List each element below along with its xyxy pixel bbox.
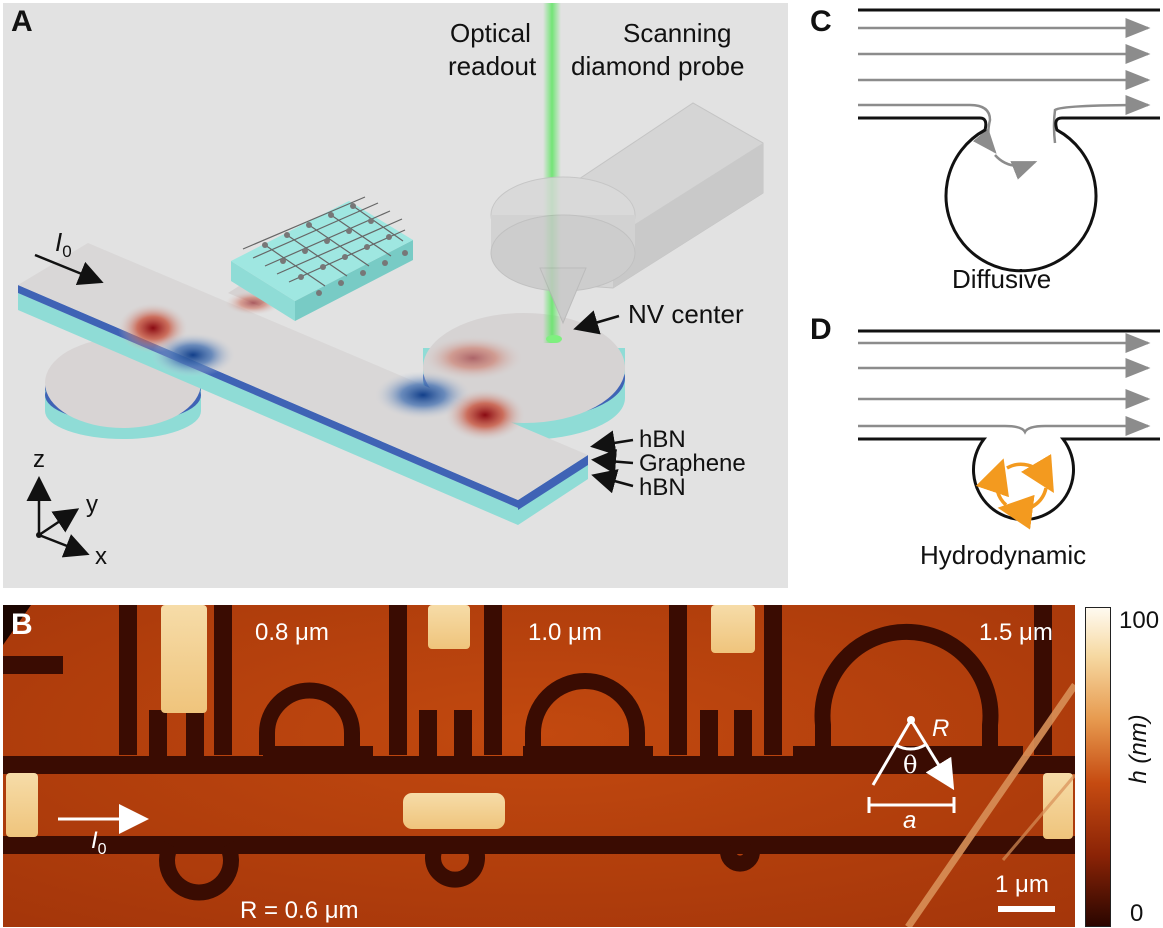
left-disk <box>45 338 201 439</box>
diffusive-caption: Diffusive <box>952 264 1052 294</box>
current-label-a: I0 <box>55 227 72 262</box>
panel-c: C Diffusive <box>800 0 1163 300</box>
contact-pad <box>161 605 207 713</box>
panel-b: 100 0 h (nm) B 0.8 μm 1.0 μm 1.5 μm R = … <box>3 605 1163 927</box>
panel-a: A Optical readout Scanning diamond probe… <box>3 3 788 588</box>
nv-pointer-arrow <box>573 310 620 335</box>
inset-theta-label: θ <box>903 751 918 779</box>
current-arrow-a <box>34 253 104 286</box>
panel-a-illustration <box>18 3 764 558</box>
axis-y-label: y <box>86 491 98 518</box>
size-label-1-0: 1.0 μm <box>528 619 602 646</box>
contact-pad <box>428 605 470 649</box>
colorbar-label: h (nm) <box>1125 714 1152 784</box>
scanning-probe <box>490 102 764 325</box>
panel-d-letter: D <box>810 313 832 346</box>
current-symbol-b: I <box>91 827 98 854</box>
afm-image <box>3 605 1075 927</box>
colorbar-min: 0 <box>1130 900 1144 927</box>
graphene-label: Graphene <box>639 450 746 477</box>
contact-pad <box>711 605 755 653</box>
current-subscript-b: 0 <box>97 840 107 858</box>
hbn-top-arrow <box>590 430 634 456</box>
axes-triad <box>26 476 90 558</box>
hydrodynamic-boundary <box>858 437 1160 522</box>
hbn-bottom-arrow <box>591 469 634 494</box>
axis-z-label: z <box>33 446 45 473</box>
scale-bar <box>998 906 1055 912</box>
contact-pad <box>1043 773 1073 839</box>
diffusive-boundary <box>858 116 1160 273</box>
probe-label-line1: Scanning <box>623 18 732 48</box>
hydrodynamic-diagram <box>858 329 1160 530</box>
colorbar-max: 100 <box>1119 607 1160 634</box>
axis-x-label: x <box>95 543 107 570</box>
optical-readout-label-line2: readout <box>448 51 537 81</box>
optical-readout-label-line1: Optical <box>450 18 531 48</box>
probe-label-line2: diamond probe <box>571 51 745 81</box>
vortex <box>975 454 1054 530</box>
diffusive-diagram <box>858 8 1160 273</box>
graphene-lattice-block <box>231 196 413 321</box>
inset-a-label: a <box>903 807 917 834</box>
defect-feature <box>403 793 505 829</box>
panel-c-letter: C <box>810 5 832 38</box>
contact-pad <box>6 773 38 837</box>
current-label-b: I0 <box>91 827 107 859</box>
scale-bar-label: 1 μm <box>995 871 1049 898</box>
hbn-top-label: hBN <box>639 426 686 453</box>
panel-b-letter: B <box>11 608 33 641</box>
panel-a-letter: A <box>11 5 33 38</box>
current-subscript: 0 <box>62 242 72 262</box>
inset-r-label: R <box>932 715 950 742</box>
colorbar <box>1085 607 1111 927</box>
geometry-inset <box>867 719 956 813</box>
graphene-arrow <box>591 449 634 475</box>
current-symbol: I <box>55 227 63 257</box>
radius-label: R = 0.6 μm <box>240 897 359 924</box>
nv-center-label: NV center <box>628 299 744 329</box>
panel-d: D Hydrodynamic <box>800 310 1163 600</box>
size-label-1-5: 1.5 μm <box>979 619 1053 646</box>
size-label-0-8: 0.8 μm <box>255 619 329 646</box>
hbn-bottom-label: hBN <box>639 474 686 501</box>
hydrodynamic-caption: Hydrodynamic <box>920 540 1087 570</box>
